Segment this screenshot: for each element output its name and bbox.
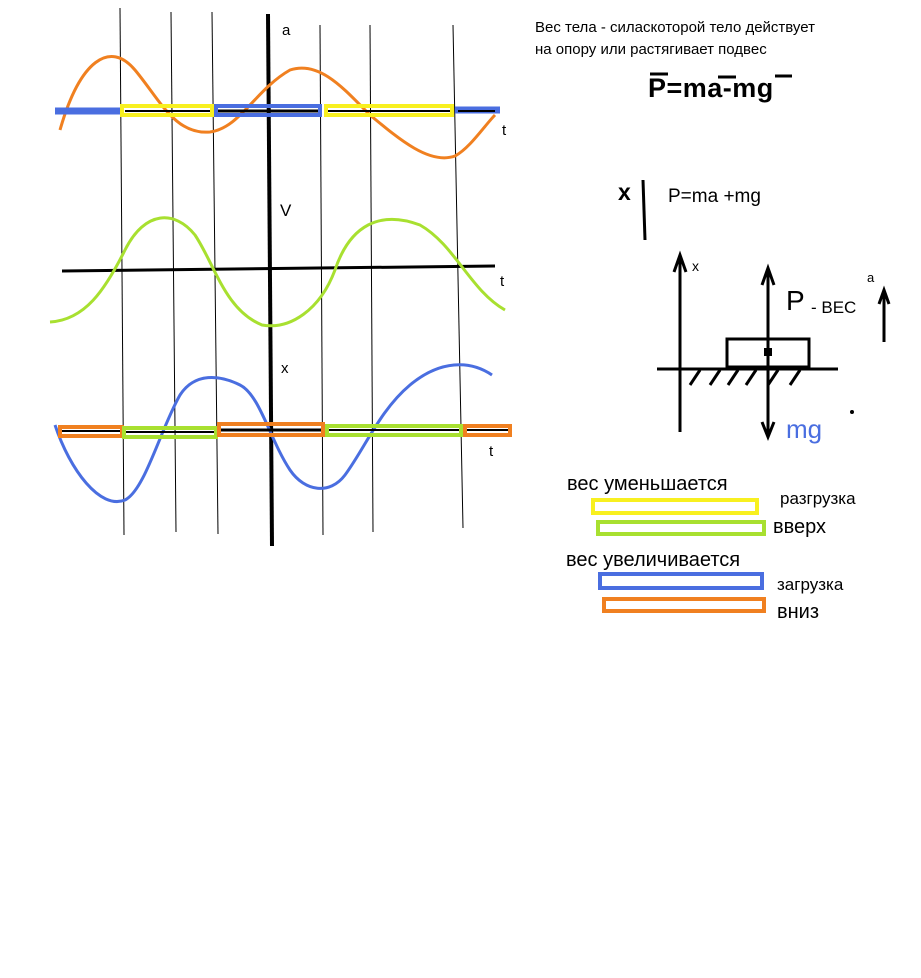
force-accel-label: a (867, 270, 875, 285)
legend-boxes (591, 498, 766, 613)
velocity-time-axis (61, 264, 496, 273)
acceleration-segments (55, 104, 500, 117)
legend-loading-box (598, 572, 764, 590)
vertical-axis (266, 13, 274, 547)
displacement-axis-label: x (281, 360, 289, 377)
weight-definition: Вес тела - силаскоторой тело действует н… (535, 17, 815, 61)
weight-symbol: P (786, 285, 805, 316)
legend-up-label: вверх (773, 516, 827, 538)
legend-unloading-label: разгрузка (780, 489, 856, 508)
side-formula-divider (641, 179, 647, 241)
vector-overbars (650, 72, 792, 79)
legend-unloading-box (591, 498, 759, 515)
legend-down-box (602, 597, 766, 613)
side-formula-axis: x (618, 179, 631, 205)
velocity-time-label: t (500, 273, 505, 290)
velocity-curve (49, 216, 506, 328)
velocity-graph (49, 216, 506, 328)
velocity-axis-label: V (280, 201, 292, 220)
time-guide-lines (119, 7, 464, 536)
surface-hatching (688, 369, 802, 386)
legend-decrease-title: вес уменьшается (567, 473, 728, 495)
side-formula: P=ma +mg (668, 186, 761, 207)
displacement-segments (58, 422, 512, 439)
definition-line-2: на опору или растягивает подвес (535, 41, 767, 58)
definition-line-1: Вес тела - силаскоторой тело действует (535, 19, 815, 36)
gravity-label: mg (786, 414, 823, 444)
displacement-curve (53, 363, 493, 503)
legend-up-box (596, 520, 766, 536)
acceleration-axis-label: a (282, 22, 291, 39)
acceleration-graph (55, 55, 500, 160)
weight-word: - ВЕС (811, 298, 857, 317)
displacement-time-label: t (489, 443, 494, 460)
legend-down-label: вниз (777, 601, 820, 623)
force-x-label: x (692, 258, 699, 274)
acceleration-curve (58, 55, 497, 160)
main-formula: P=ma-mg (648, 73, 774, 103)
displacement-graph (53, 363, 512, 503)
legend-increase-title: вес увеличивается (566, 549, 741, 571)
dot (850, 410, 854, 414)
gravity-arrowhead (760, 421, 776, 442)
force-diagram (657, 250, 891, 442)
legend-loading-label: загрузка (777, 575, 844, 594)
acceleration-time-label: t (502, 122, 507, 139)
